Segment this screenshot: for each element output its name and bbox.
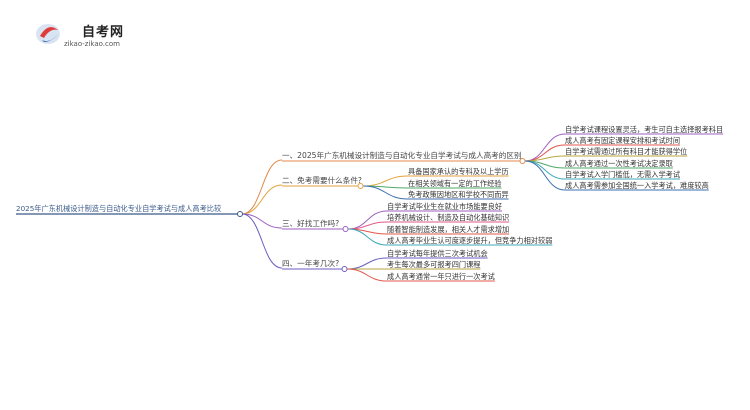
leaf-node: 自学考试课程设置灵活，考生可自主选择报考科目 xyxy=(565,125,723,134)
leaf-edge xyxy=(347,228,388,246)
leaf-edge xyxy=(362,185,409,200)
branch-node: 二、免考需要什么条件? xyxy=(282,175,362,185)
leaf-edge xyxy=(524,133,566,162)
branch-connector xyxy=(519,158,526,164)
branch-node: 四、一年考几次? xyxy=(282,258,339,268)
root-branch-edge xyxy=(241,213,283,229)
branch-node: 三、好找工作吗? xyxy=(282,218,339,228)
leaf-edge xyxy=(362,175,409,187)
site-logo xyxy=(36,24,60,44)
leaf-node: 具备国家承认的专科及以上学历 xyxy=(408,167,509,176)
leaf-edge xyxy=(347,210,388,230)
root-node: 2025年广东机械设计制造与自动化专业自学考试与成人高考比较 xyxy=(16,204,221,213)
leaf-node: 成人高考需参加全国统一入学考试，难度较高 xyxy=(565,181,709,190)
root-branch-edge xyxy=(241,213,283,269)
branch-node: 一、2025年广东机械设计制造与自动化专业自学考试与成人高考的区别 xyxy=(282,150,522,160)
leaf-node: 成人高考通常一年只进行一次考试 xyxy=(387,272,495,281)
leaf-node: 成人高考毕业生认可度逐步提升，但竞争力相对较弱 xyxy=(387,236,552,245)
leaf-node: 自学考试入学门槛低，无需入学考试 xyxy=(565,170,680,179)
branch-connector xyxy=(342,226,349,232)
leaf-node: 随着智能制造发展，相关人才需求增加 xyxy=(387,225,509,234)
leaf-node: 成人高考有固定课程安排和考试时间 xyxy=(565,136,680,145)
leaf-node: 自学考试每年提供三次考试机会 xyxy=(387,249,488,258)
leaf-node: 在相关领域有一定的工作经验 xyxy=(408,179,501,188)
root-connector xyxy=(237,211,243,217)
site-url: zikao-zikao.com xyxy=(64,40,120,48)
leaf-edge xyxy=(346,268,388,282)
leaf-edge xyxy=(524,160,566,191)
site-name: 自考网 xyxy=(82,25,125,40)
leaf-edge xyxy=(346,257,388,270)
leaf-node: 成人高考通过一次性考试决定录取 xyxy=(565,159,673,168)
leaf-node: 自学考试需通过所有科目才能获得学位 xyxy=(565,147,687,156)
branch-connector xyxy=(357,183,364,189)
root-branch-edge xyxy=(241,159,283,215)
leaf-node: 考生每次最多可报考四门课程 xyxy=(387,260,480,269)
leaf-node: 培养机械设计、制造及自动化基础知识 xyxy=(387,213,509,222)
leaf-node: 免考政策因地区和学校不同而异 xyxy=(408,190,509,199)
root-branch-edge xyxy=(241,184,283,215)
leaf-node: 自学考试毕业生在就业市场能要良好 xyxy=(387,202,502,211)
branch-connector xyxy=(341,266,348,272)
